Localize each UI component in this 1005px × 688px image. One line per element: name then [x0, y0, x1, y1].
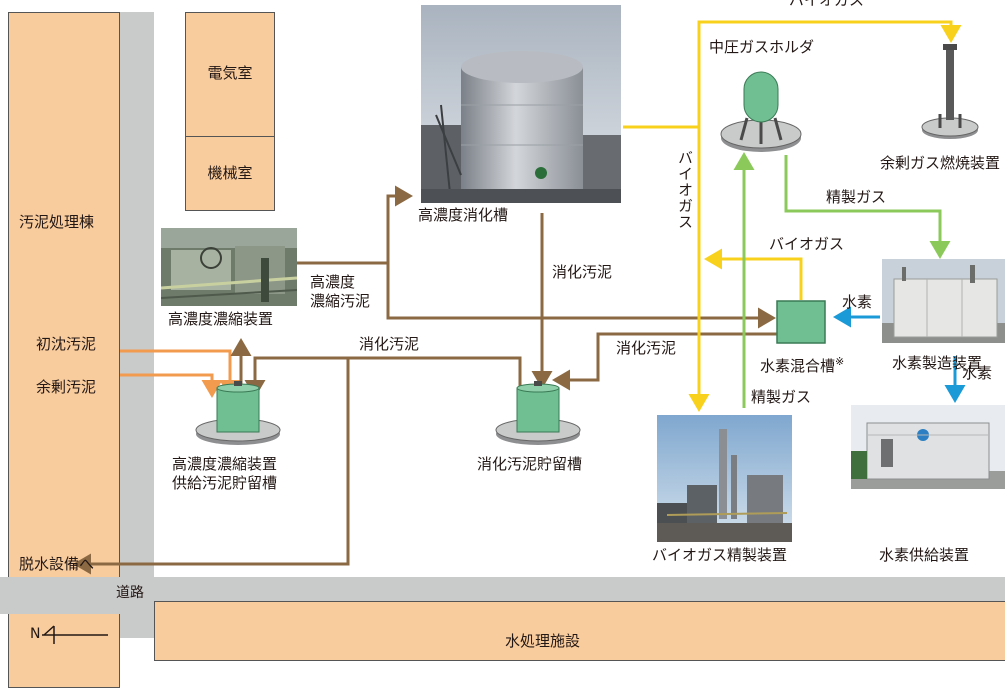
flare-label: 余剰ガス燃焼装置 — [880, 154, 1001, 172]
flare-stack — [921, 44, 979, 139]
gas-holder-label: 中圧ガスホルダ — [709, 38, 815, 56]
electrical-room — [185, 12, 275, 137]
h2-production-label: 水素製造装置 — [892, 354, 983, 372]
h2-production-photo — [882, 259, 1005, 343]
road-vertical — [120, 12, 154, 638]
digested-sludge-label-2: 消化汚泥 — [552, 263, 613, 281]
thickener-label: 高濃度濃縮装置 — [168, 310, 274, 328]
refined-gas-label-2: 精製ガス — [751, 388, 812, 406]
feed-tank-label-1: 高濃度濃縮装置 — [172, 455, 278, 473]
mixer-to-storage-flow — [552, 332, 777, 391]
machine-room-label: 機械室 — [207, 164, 253, 182]
digester-label: 高濃度消化槽 — [418, 206, 509, 224]
digested-sludge-label-3: 消化汚泥 — [616, 339, 677, 357]
north-label: N — [30, 626, 41, 642]
mixing-tank-name: 水素混合槽 — [760, 357, 836, 375]
refined-gas-label-1: 精製ガス — [826, 188, 887, 206]
gas-holder-tank — [720, 71, 802, 152]
primary-sludge-label: 初沈汚泥 — [36, 335, 97, 353]
feed-sludge-tank — [195, 381, 281, 445]
excess-sludge-flow — [120, 373, 223, 398]
to-dewatering-flow — [73, 358, 350, 575]
hydrogen-mixing-tank — [776, 300, 826, 344]
digested-return-flow — [244, 356, 522, 398]
to-dewatering-label: 脱水設備へ — [19, 555, 95, 573]
refined-gas-to-h2-flow — [784, 155, 951, 259]
digester-photo — [421, 5, 621, 203]
hydrogen-label-1: 水素 — [842, 293, 873, 311]
sludge-building-label: 汚泥処理棟 — [19, 213, 95, 231]
biogas-main-flow — [623, 20, 962, 129]
hydrogen-label-2: 水素 — [962, 364, 993, 382]
refiner-photo — [657, 415, 792, 542]
biogas-mid-label: バイオガス — [769, 235, 845, 253]
h2-supply-label: 水素供給装置 — [879, 546, 970, 564]
primary-sludge-flow — [120, 349, 241, 398]
sludge-treatment-building — [8, 12, 120, 688]
road-label: 道路 — [116, 585, 144, 601]
north-arrow-icon — [42, 625, 108, 644]
feed-tank-label-2: 供給汚泥貯留槽 — [172, 474, 278, 492]
digested-sludge-label-1: 消化汚泥 — [359, 335, 420, 353]
h2-supply-photo — [851, 405, 1005, 489]
thickened-to-mixer-flow — [386, 263, 776, 329]
excess-sludge-label: 余剰汚泥 — [36, 378, 97, 396]
digested-tank-label: 消化汚泥貯留槽 — [477, 455, 583, 473]
mixing-tank-label: 水素混合槽※ — [760, 356, 844, 374]
digested-sludge-tank — [495, 381, 581, 445]
refiner-label: バイオガス精製装置 — [652, 546, 788, 564]
thickened-sludge-flow — [296, 185, 413, 265]
electrical-room-label: 電気室 — [207, 64, 253, 82]
thickened-sludge-label-1: 高濃度 — [310, 273, 356, 291]
biogas-from-mixer-flow — [704, 248, 803, 300]
biogas-vertical-label: バイオガス — [676, 150, 694, 230]
flow-lines — [73, 20, 966, 575]
mixing-tank-note: ※ — [835, 355, 845, 368]
biogas-top-label: バイオガス — [789, 0, 865, 9]
machine-room — [185, 136, 275, 211]
thickened-sludge-label-2: 濃縮汚泥 — [310, 292, 371, 310]
thickener-photo — [161, 228, 297, 306]
